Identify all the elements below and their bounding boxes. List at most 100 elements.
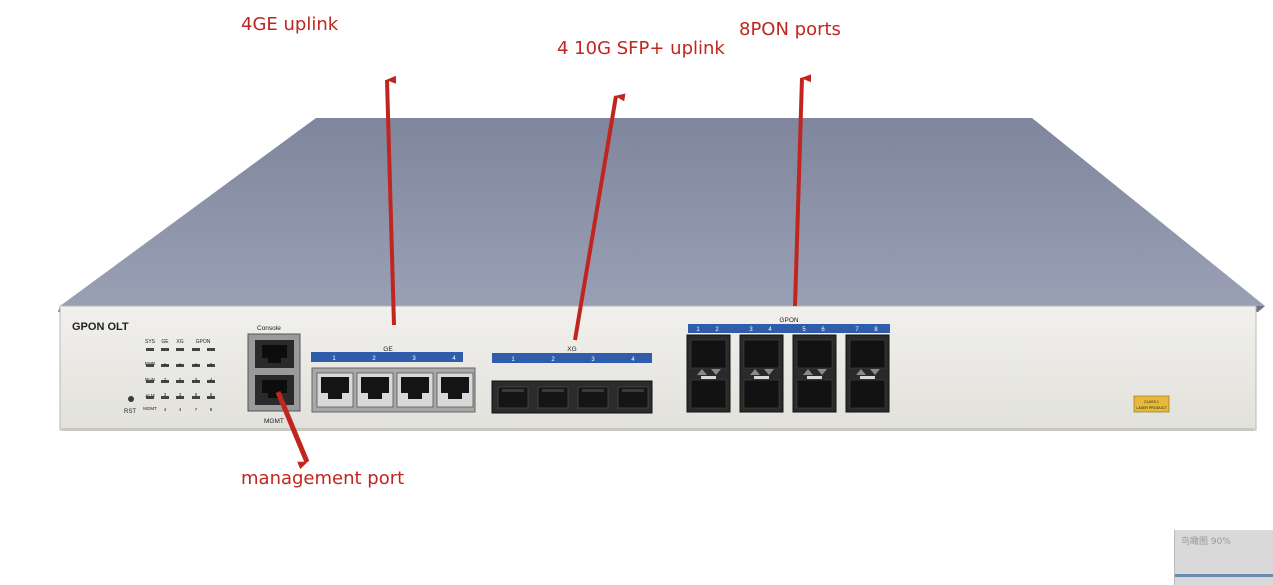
led-indicator <box>192 396 200 399</box>
ge-port-jack <box>321 377 349 399</box>
gpon-sfp-port <box>849 339 886 369</box>
led-indicator <box>207 380 215 383</box>
console-label: Console <box>257 325 281 332</box>
gpon-sfp-port <box>743 379 780 409</box>
led-indicator <box>161 364 169 367</box>
ge-group-label: GE <box>383 346 393 353</box>
xg-port-number: 1 <box>511 357 515 363</box>
management-port-callout: management port <box>241 468 405 489</box>
ge-port-jack <box>361 377 389 399</box>
ge-port-group: 1 2 3 4 <box>311 356 476 413</box>
gpon-sfp-port <box>690 379 727 409</box>
led-indicator <box>176 396 184 399</box>
xg-port-number: 3 <box>591 357 595 363</box>
gpon-group-label: GPON <box>779 317 798 324</box>
gpon-port-number: 6 <box>821 327 825 333</box>
gpon-port-number: 4 <box>768 327 772 333</box>
pon-ports-arrow <box>793 74 812 307</box>
led-indicator <box>192 380 200 383</box>
xg-sfp-port <box>537 386 569 409</box>
xg-sfp-port <box>617 386 649 409</box>
xg-label-strip <box>492 353 652 363</box>
led-number: 2 <box>210 362 213 367</box>
led-indicator <box>176 380 184 383</box>
thumbnail-overlay: 鸟瞰图 90% <box>1174 530 1273 585</box>
ge-port-jack <box>441 377 469 399</box>
brand-label: GPON OLT <box>72 321 129 333</box>
gpon-latch <box>697 369 721 375</box>
led-number: 7 <box>195 407 198 412</box>
gpon-port-number: 5 <box>802 327 806 333</box>
led-row-label: ALM <box>145 393 155 398</box>
gpon-port-number: 1 <box>696 327 700 333</box>
gpon-sfp-port <box>690 339 727 369</box>
laser-warning-sticker <box>1133 395 1170 413</box>
pon-ports-callout: 8PON ports <box>739 19 841 40</box>
gpon-sfp-port <box>796 379 833 409</box>
led-header: GE <box>161 339 169 345</box>
thumbnail-text: 鸟瞰图 90% <box>1181 537 1231 547</box>
led-header: XG <box>176 339 183 345</box>
led-indicator <box>192 364 200 367</box>
led-number: 4 <box>164 407 167 412</box>
ge-port-number: 1 <box>332 356 336 362</box>
gpon-latch <box>856 369 880 375</box>
led-number: 5 <box>195 392 198 397</box>
led-indicator <box>146 348 154 351</box>
led-indicator <box>207 348 215 351</box>
led-row-label: MGMT <box>143 406 157 411</box>
ge-uplink-arrow <box>385 75 397 326</box>
led-indicator <box>161 348 169 351</box>
led-header: SYS <box>145 339 156 345</box>
ge-port-number: 3 <box>412 356 416 362</box>
xg-port-number: 2 <box>551 357 555 363</box>
laser-sticker-line-1: CLASS 1 <box>1144 400 1159 404</box>
ge-port-number: 2 <box>372 356 376 362</box>
led-number: 4 <box>210 377 213 382</box>
led-indicator <box>161 380 169 383</box>
led-number: 4 <box>179 407 182 412</box>
led-number: 3 <box>195 377 198 382</box>
xg-sfp-port <box>577 386 609 409</box>
led-number: 1 <box>164 362 167 367</box>
xg-sfp-port <box>497 386 529 409</box>
chassis-lid <box>60 118 1265 306</box>
front-panel <box>59 305 1257 431</box>
led-indicator <box>176 348 184 351</box>
led-number: 1 <box>179 362 182 367</box>
led-indicator <box>192 348 200 351</box>
gpon-latch <box>750 369 774 375</box>
led-indicator <box>161 396 169 399</box>
gpon-port-number: 7 <box>855 327 859 333</box>
gpon-label-strip <box>688 324 890 333</box>
ge-port-number: 4 <box>452 356 456 362</box>
mgmt-label: MGMT <box>264 418 284 425</box>
led-number: 3 <box>179 392 182 397</box>
xg-uplink-callout: 4 10G SFP+ uplink <box>557 38 725 59</box>
led-number: 8 <box>210 407 213 412</box>
reset-button <box>128 396 134 402</box>
gpon-sfp-port <box>743 339 780 369</box>
led-indicator <box>207 396 215 399</box>
led-row-label: RUN <box>145 377 155 382</box>
ge-label-strip <box>311 352 463 362</box>
thumbnail-bar <box>1175 574 1273 577</box>
gpon-port-number: 2 <box>715 327 719 333</box>
led-number: 2 <box>164 377 167 382</box>
led-row-label: PWR <box>145 361 156 366</box>
gpon-latch <box>803 369 827 375</box>
gpon-sfp-port <box>849 379 886 409</box>
management-port-arrow <box>275 391 310 470</box>
led-number: 1 <box>195 362 198 367</box>
gpon-port-number: 8 <box>874 327 878 333</box>
led-indicator <box>146 396 154 399</box>
led-number: 2 <box>179 377 182 382</box>
gpon-sfp-port <box>796 339 833 369</box>
xg-port-number: 4 <box>631 357 635 363</box>
xg-uplink-arrow <box>573 93 626 341</box>
gpon-port-number: 3 <box>749 327 753 333</box>
led-indicator <box>146 364 154 367</box>
led-header: GPON <box>196 339 211 345</box>
xg-port-group: 1 2 3 4 <box>491 357 653 414</box>
